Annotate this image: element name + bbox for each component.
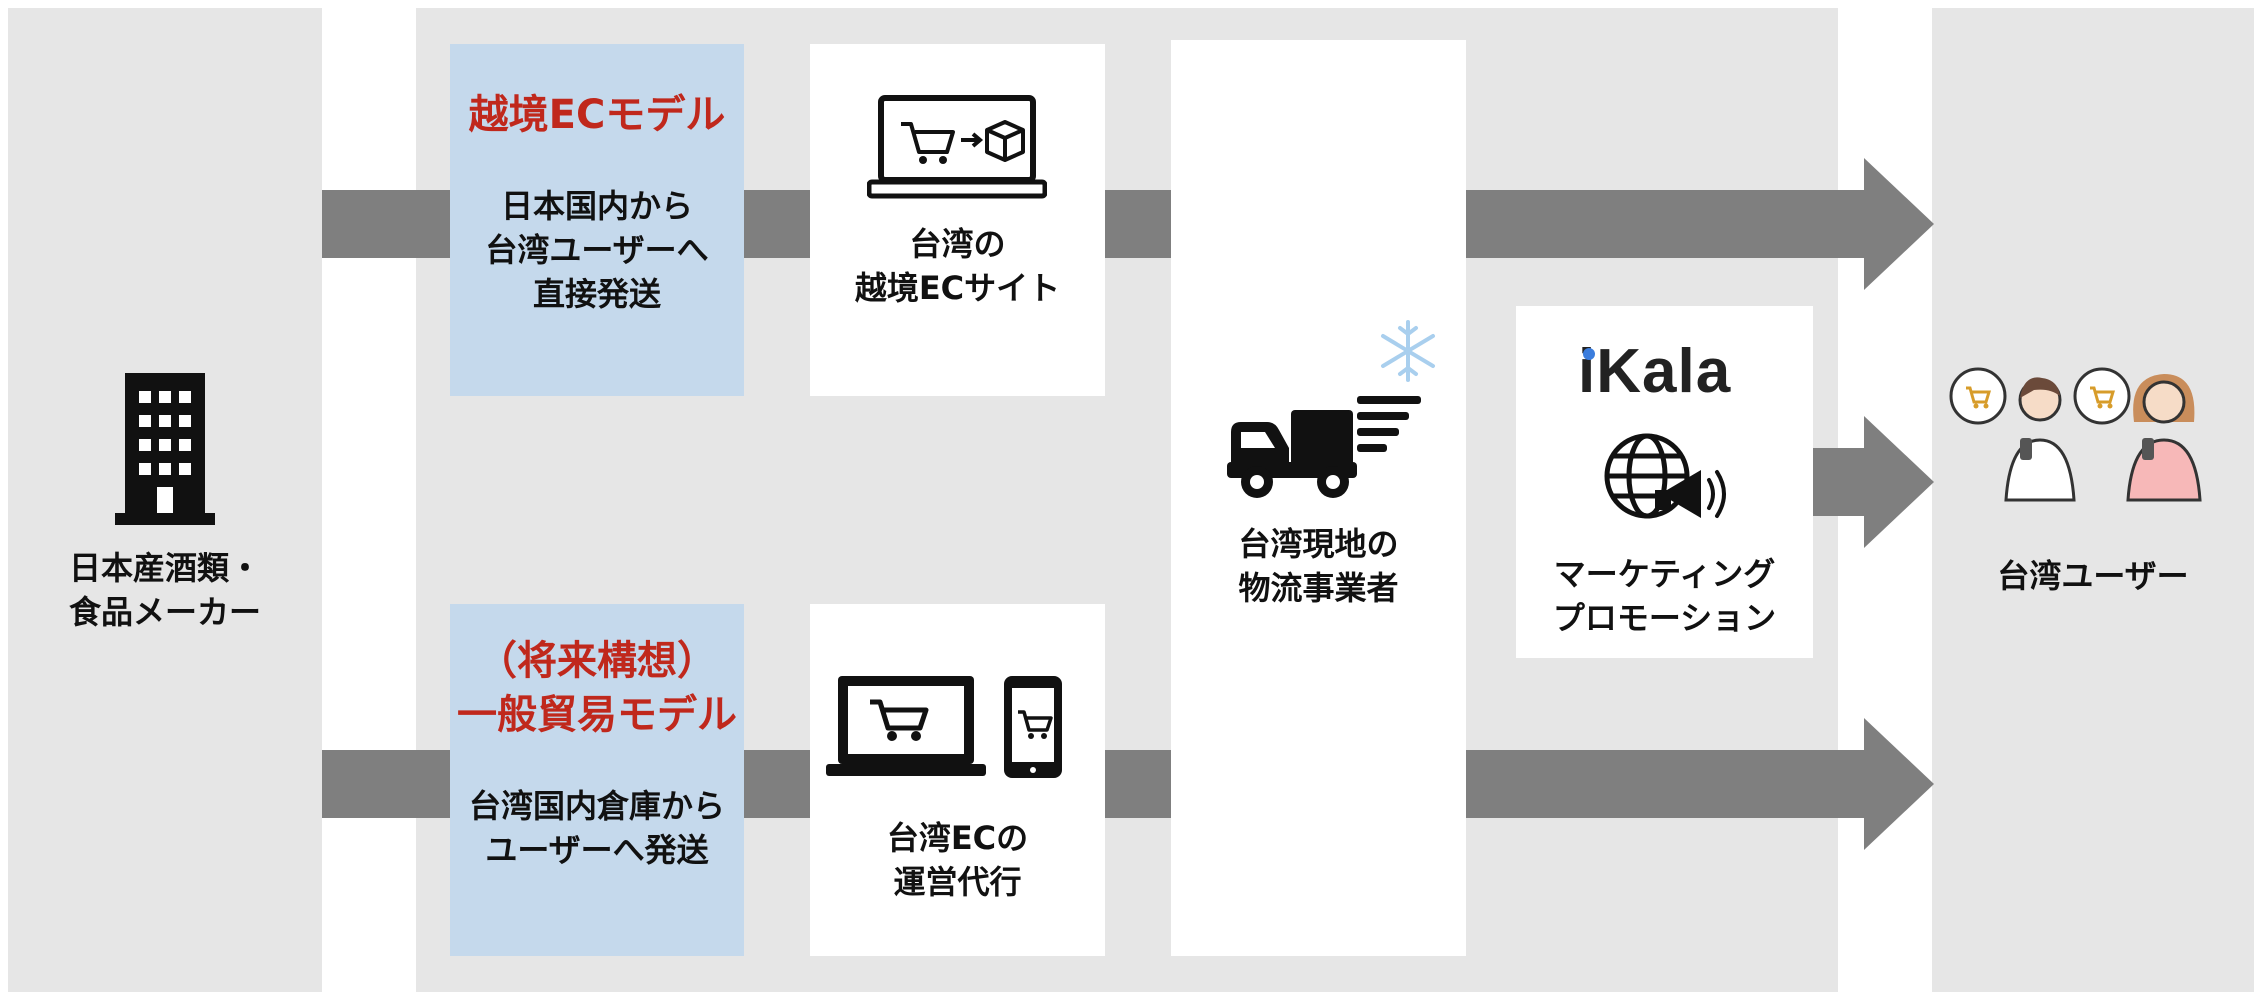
- flow-bar-top-2: [744, 190, 810, 258]
- general-trade-model-desc: 台湾国内倉庫から ユーザーへ発送: [468, 787, 725, 869]
- flow-bar-top-1: [322, 190, 450, 258]
- flow-arrowhead-marketing: [1864, 416, 1934, 548]
- flow-arrowhead-top: [1864, 158, 1934, 290]
- flow-bar-bottom-1: [322, 750, 450, 818]
- general-trade-model-title: （将来構想） 一般貿易モデル: [457, 638, 737, 738]
- users-node: 台湾ユーザー: [1932, 8, 2254, 992]
- flow-bar-top-4: [1466, 190, 1866, 258]
- flow-bar-bottom-3: [1105, 750, 1171, 818]
- cross-border-site-label: 台湾の 越境ECサイト: [854, 225, 1061, 307]
- general-trade-model-box: （将来構想） 一般貿易モデル 台湾国内倉庫から ユーザーへ発送: [450, 604, 744, 956]
- ikala-logo-text: iKala: [1578, 337, 1732, 406]
- ikala-dot: [1583, 348, 1595, 360]
- cross-border-model-box: 越境ECモデル 日本国内から 台湾ユーザーへ 直接発送: [450, 44, 744, 396]
- ikala-logo: iKala: [1578, 336, 1731, 407]
- cross-border-model-desc: 日本国内から 台湾ユーザーへ 直接発送: [485, 187, 709, 313]
- flow-arrowhead-bottom: [1864, 718, 1934, 850]
- flow-bar-bottom-4: [1466, 750, 1866, 818]
- users-label: 台湾ユーザー: [1997, 557, 2189, 595]
- logistics-box: 台湾現地の 物流事業者: [1171, 40, 1466, 956]
- globe-megaphone-icon: [1604, 433, 1726, 519]
- flow-bar-bottom-2: [744, 750, 810, 818]
- laptop-cart-icon: [867, 95, 1047, 199]
- maker-node: 日本産酒類・ 食品メーカー: [8, 8, 322, 992]
- ec-operation-box: 台湾ECの 運営代行: [810, 604, 1105, 956]
- delivery-truck-icon: [1227, 396, 1421, 498]
- flow-bar-marketing: [1813, 448, 1867, 516]
- marketing-label: マーケティング プロモーション: [1552, 555, 1777, 637]
- marketing-box: iKala マーケティング プロモーション: [1516, 306, 1813, 658]
- snowflake-icon: [1381, 320, 1435, 382]
- cross-border-site-box: 台湾の 越境ECサイト: [810, 44, 1105, 396]
- cross-border-model-title: 越境ECモデル: [468, 92, 726, 138]
- building-icon: [115, 373, 215, 525]
- flow-bar-top-3: [1105, 190, 1171, 258]
- users-illustration: [1949, 367, 2202, 502]
- laptop-phone-cart-icon: [826, 676, 1062, 778]
- ec-operation-label: 台湾ECの 運営代行: [886, 819, 1029, 901]
- maker-label: 日本産酒類・ 食品メーカー: [68, 549, 261, 631]
- logistics-label: 台湾現地の 物流事業者: [1238, 525, 1399, 607]
